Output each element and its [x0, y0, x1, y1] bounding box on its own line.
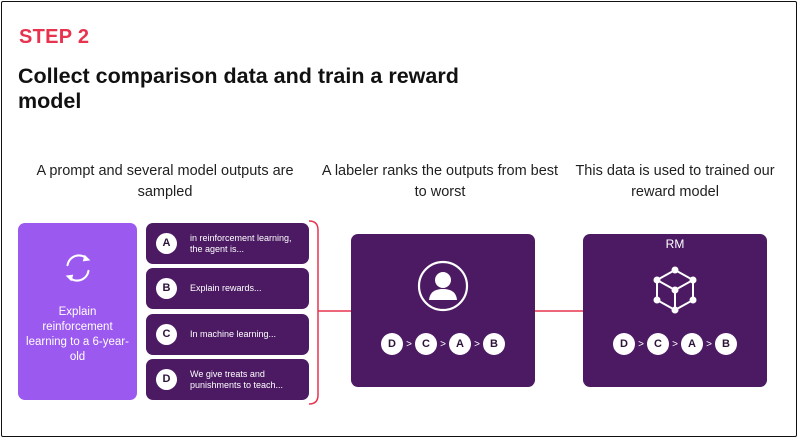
reward-model-card: RM D > C > A > B	[583, 234, 767, 387]
rank-separator: >	[706, 338, 712, 350]
page-title: Collect comparison data and train a rewa…	[18, 64, 459, 113]
rank-separator: >	[638, 338, 644, 350]
output-letter-badge: B	[156, 278, 177, 299]
rank-item: D	[381, 333, 403, 355]
output-text: in reinforcement learning, the agent is.…	[190, 232, 292, 254]
output-text: Explain rewards...	[190, 283, 262, 293]
output-letter-badge: D	[156, 369, 177, 390]
rank-separator: >	[440, 338, 446, 350]
caption-training: This data is used to trained our reward …	[575, 163, 775, 200]
prompt-box: Explain reinforcement learning to a 6-ye…	[18, 223, 137, 400]
rank-separator: >	[406, 338, 412, 350]
rank-item: B	[483, 333, 505, 355]
output-a: A in reinforcement learning, the agent i…	[146, 223, 309, 264]
rank-item: A	[449, 333, 471, 355]
output-c: C In machine learning...	[146, 314, 309, 355]
rank-separator: >	[672, 338, 678, 350]
output-b: B Explain rewards...	[146, 268, 309, 309]
cycle-arrows-icon	[65, 254, 91, 282]
output-letter-badge: C	[156, 324, 177, 345]
step-label: STEP 2	[19, 26, 90, 48]
prompt-text: Explain reinforcement learning to a 6-ye…	[26, 306, 129, 363]
output-text: We give treats and punishments to teach.…	[190, 368, 284, 390]
ranking-row: D > C > A > B	[583, 333, 767, 355]
rm-label: RM	[665, 237, 685, 251]
person-icon	[417, 260, 469, 312]
rank-item: C	[647, 333, 669, 355]
rank-item: A	[681, 333, 703, 355]
ranking-row: D > C > A > B	[351, 333, 535, 355]
rank-item: D	[613, 333, 635, 355]
rank-item: C	[415, 333, 437, 355]
caption-ranking: A labeler ranks the outputs from best to…	[321, 163, 559, 200]
network-cube-icon	[653, 266, 697, 314]
output-text: In machine learning...	[190, 329, 277, 339]
labeler-card: D > C > A > B	[351, 234, 535, 387]
output-d: D We give treats and punishments to teac…	[146, 359, 309, 400]
output-letter-badge: A	[156, 233, 177, 254]
rank-separator: >	[474, 338, 480, 350]
rank-item: B	[715, 333, 737, 355]
caption-sampling: A prompt and several model outputs are s…	[36, 163, 294, 200]
